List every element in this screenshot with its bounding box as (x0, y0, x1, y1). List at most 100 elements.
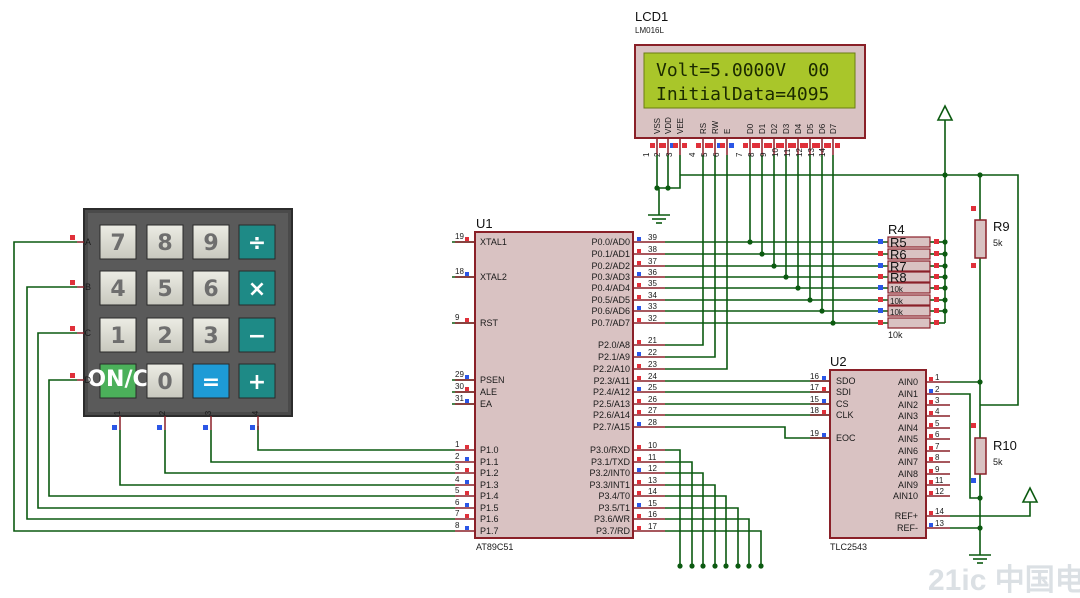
u1-pin-number: 30 (455, 382, 464, 391)
pin-state-marker (637, 526, 641, 530)
lcd-pin-name: D3 (782, 123, 791, 134)
lcd-pin-number: 1 (642, 152, 651, 157)
u2-pin-number: 6 (935, 430, 940, 439)
pin-state-marker (929, 480, 933, 484)
key-divide-button[interactable]: ÷ (238, 224, 276, 260)
key-0-button[interactable]: 0 (146, 363, 184, 399)
u1-pin-name: P2.3/A11 (594, 376, 630, 386)
pin-state-marker (637, 410, 641, 414)
pin-state-marker (822, 387, 826, 391)
u1-pin-number: 23 (648, 360, 657, 369)
pin-state-marker (788, 143, 793, 148)
pin-state-marker (637, 295, 641, 299)
lcd-pin-name: RW (711, 120, 720, 134)
u1-pin-name: P1.2 (480, 468, 499, 478)
u1-pin-name: PSEN (480, 375, 505, 385)
key-1-button[interactable]: 1 (99, 317, 137, 353)
u2-ref-label: U2 (830, 354, 847, 369)
pin-state-marker (637, 445, 641, 449)
pin-state-marker (764, 143, 769, 148)
u1-pin-name: P0.3/AD3 (591, 272, 630, 282)
watermark: 21ic 中国电子网 (928, 564, 1080, 597)
power-terminal-ref (1021, 486, 1039, 503)
lcd-pin-number: 13 (807, 148, 816, 157)
key-3-button[interactable]: 3 (192, 317, 230, 353)
watermark-text: 21ic 中国电子网 (928, 564, 1080, 597)
lcd-part-label: LM016L (635, 26, 664, 35)
u2-pin-number: 12 (935, 487, 944, 496)
u1-pin-number: 16 (648, 510, 657, 519)
pin-state-marker (929, 446, 933, 450)
key-6-button[interactable]: 6 (192, 270, 230, 306)
key-8-button[interactable]: 8 (146, 224, 184, 260)
lcd-pin-name: D5 (806, 123, 815, 134)
pin-state-marker (934, 251, 939, 256)
pin-state-marker (776, 143, 781, 148)
r4-resistor-label: 10k (890, 285, 904, 294)
u1-pin-name: P2.5/A13 (593, 399, 630, 409)
u2-pin-number: 2 (935, 385, 940, 394)
u2-pin-name: AIN1 (898, 389, 918, 399)
pin-state-marker (934, 274, 939, 279)
u1-pin-number: 39 (648, 233, 657, 242)
pin-state-marker (637, 457, 641, 461)
key-label: 5 (157, 277, 172, 302)
u1-pin-name: P1.3 (480, 480, 499, 490)
pin-state-marker (465, 491, 469, 495)
key-minus-button[interactable]: − (238, 317, 276, 353)
u2-pin-number: 14 (935, 507, 944, 516)
lcd-pin-number: 5 (700, 152, 709, 157)
u2-pin-name: REF- (897, 523, 918, 533)
key-4-button[interactable]: 4 (99, 270, 137, 306)
u1-pin-number: 35 (648, 279, 657, 288)
u1-pin-name: P3.6/WR (594, 514, 631, 524)
pin-state-marker (203, 425, 208, 430)
key-on-c-button[interactable]: ON/C (87, 363, 149, 399)
key-2-button[interactable]: 2 (146, 317, 184, 353)
u1-pin-number: 19 (455, 232, 464, 241)
u1-pin-number: 8 (455, 521, 460, 530)
u2-pin-name: AIN10 (893, 491, 918, 501)
pin-state-marker (637, 503, 641, 507)
u2-pin-name: REF+ (895, 511, 918, 521)
power-terminal-vcc (936, 104, 954, 121)
u2-pin-name: AIN7 (898, 457, 918, 467)
pin-state-marker (791, 143, 796, 148)
lcd-pin-number: 12 (795, 148, 804, 157)
pin-state-marker (250, 425, 255, 430)
r4-ref-label: R4 (888, 222, 905, 237)
key-9-button[interactable]: 9 (192, 224, 230, 260)
keypad-column-label: 3 (204, 410, 213, 415)
pin-state-marker (637, 376, 641, 380)
key-multiply-button[interactable]: × (238, 270, 276, 306)
pin-state-marker (661, 143, 666, 148)
u1-right-pins: 39P0.0/AD038P0.1/AD137P0.2/AD236P0.3/AD3… (589, 233, 665, 536)
key-label: − (248, 324, 266, 349)
r4-resistor-element (887, 317, 931, 329)
key-label: 6 (203, 277, 218, 302)
lcd-pin-name: VDD (664, 117, 673, 134)
key-equals-button[interactable]: = (192, 363, 230, 399)
u1-pin-number: 15 (648, 499, 657, 508)
pin-state-marker (779, 143, 784, 148)
pin-state-marker (70, 280, 75, 285)
u2-pin-number: 15 (810, 395, 819, 404)
lcd-pin-name: E (723, 129, 732, 134)
u1-pin-name: P0.0/AD0 (591, 237, 630, 247)
u2-pin-name: SDO (836, 376, 856, 386)
key-7-button[interactable]: 7 (99, 224, 137, 260)
pin-state-marker (157, 425, 162, 430)
key-5-button[interactable]: 5 (146, 270, 184, 306)
pin-state-marker (934, 297, 939, 302)
key-plus-button[interactable]: + (238, 363, 276, 399)
r4-resistor-element (887, 248, 931, 260)
key-label: 2 (157, 324, 172, 349)
lcd-pin-number: 3 (665, 152, 674, 157)
u1-pin-name: ALE (480, 387, 497, 397)
u1-pin-number: 10 (648, 441, 657, 450)
